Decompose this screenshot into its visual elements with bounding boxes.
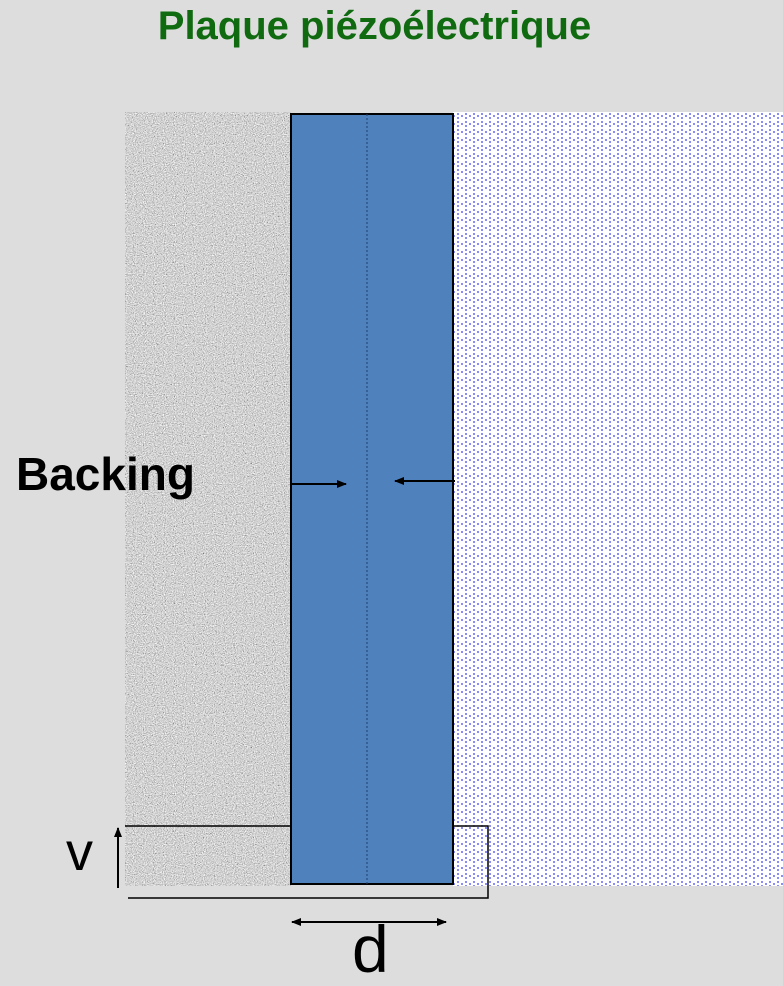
d-label: d <box>352 912 389 986</box>
piezo-plate <box>290 113 454 885</box>
v-label: v <box>66 822 93 882</box>
propagation-medium-region <box>453 112 783 886</box>
backing-region <box>125 112 291 886</box>
bottom-bracket <box>125 825 489 899</box>
diagram-title: Plaque piézoélectrique <box>157 4 592 48</box>
backing-label: Backing <box>16 448 195 500</box>
